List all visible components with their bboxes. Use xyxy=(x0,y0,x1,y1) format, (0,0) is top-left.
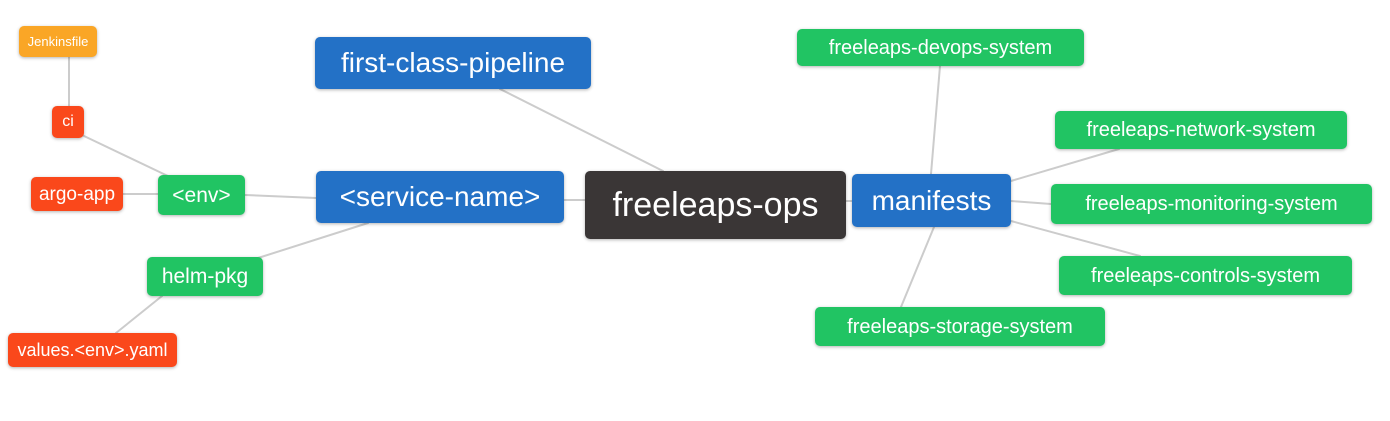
node-freeleaps-monitoring-system[interactable]: freeleaps-monitoring-system xyxy=(1051,184,1372,224)
edge-env-service-name xyxy=(244,194,317,199)
node-argo-app[interactable]: argo-app xyxy=(31,177,123,211)
node-values-env-yaml[interactable]: values.<env>.yaml xyxy=(8,333,177,367)
edge-manifests-controls-system xyxy=(1010,220,1141,257)
edge-manifests-network-system xyxy=(1010,148,1120,182)
node-service-name[interactable]: <service-name> xyxy=(316,171,564,223)
edge-manifests-monitoring-system xyxy=(1010,200,1052,205)
node-ci[interactable]: ci xyxy=(52,106,84,138)
edge-service-name-helm-pkg xyxy=(257,222,369,259)
node-helm-pkg[interactable]: helm-pkg xyxy=(147,257,263,296)
node-freeleaps-ops[interactable]: freeleaps-ops xyxy=(585,171,846,239)
node-env[interactable]: <env> xyxy=(158,175,245,215)
node-jenkinsfile[interactable]: Jenkinsfile xyxy=(19,26,97,57)
edge-manifests-devops-system xyxy=(930,65,941,175)
edge-helm-pkg-values-env-yaml xyxy=(115,295,163,334)
edge-ci-env xyxy=(83,135,171,178)
node-freeleaps-devops-system[interactable]: freeleaps-devops-system xyxy=(797,29,1084,66)
node-freeleaps-storage-system[interactable]: freeleaps-storage-system xyxy=(815,307,1105,346)
node-freeleaps-controls-system[interactable]: freeleaps-controls-system xyxy=(1059,256,1352,295)
node-first-class-pipeline[interactable]: first-class-pipeline xyxy=(315,37,591,89)
edge-first-class-pipeline-freeleaps-ops xyxy=(499,88,664,172)
node-manifests[interactable]: manifests xyxy=(852,174,1011,227)
edge-manifests-storage-system xyxy=(900,226,935,308)
node-freeleaps-network-system[interactable]: freeleaps-network-system xyxy=(1055,111,1347,149)
